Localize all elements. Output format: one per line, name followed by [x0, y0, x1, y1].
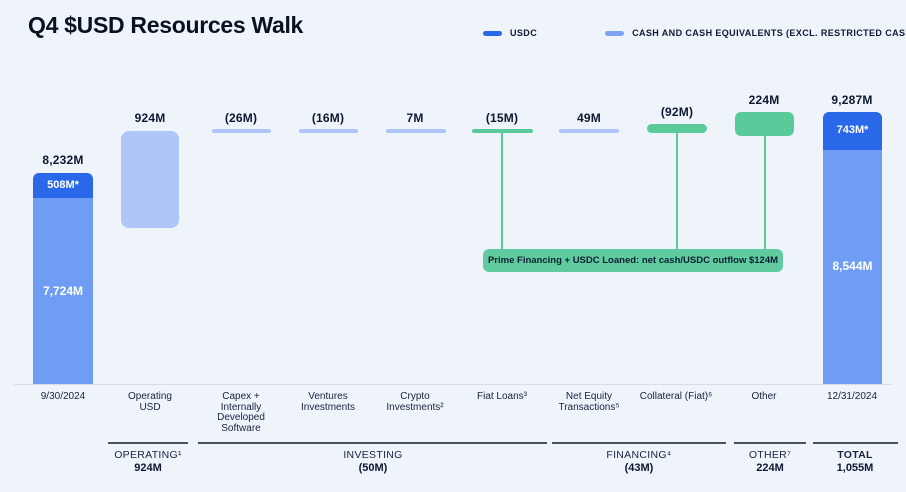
- connector-other: [764, 136, 766, 251]
- x-tick-start-date: 9/30/2024: [40, 391, 86, 402]
- bar-value-label: (16M): [311, 111, 345, 125]
- bar-start-usdc-segment: 508M*: [33, 173, 93, 198]
- page-title: Q4 $USD Resources Walk: [28, 12, 304, 38]
- connector-fiat-loans: [501, 133, 503, 251]
- group-line-other: [734, 442, 806, 444]
- bar-start-cash-segment: 7,724M: [33, 198, 93, 384]
- bar-value-label: 924M: [134, 111, 166, 125]
- x-tick-net-equity: Net Equity Transactions⁵: [558, 391, 620, 413]
- x-tick-crypto: Crypto Investments²: [386, 391, 444, 413]
- cash-swatch-icon: [605, 30, 625, 36]
- usdc-swatch-icon: [483, 30, 502, 36]
- bar-collateral: [647, 124, 707, 133]
- group-label-financing: FINANCING⁴: [606, 449, 672, 461]
- legend-label: USDC: [510, 28, 538, 38]
- group-label-total: TOTAL: [837, 449, 873, 461]
- group-line-total: [813, 442, 898, 444]
- bar-value-label: 7M: [406, 111, 424, 125]
- group-value-investing: (50M): [358, 462, 388, 474]
- x-axis-line: [14, 384, 892, 385]
- segment-label: 743M*: [836, 124, 869, 136]
- segment-label: 8,544M: [832, 259, 873, 273]
- group-line-operating: [108, 442, 188, 444]
- legend-item-usdc: USDC: [483, 28, 537, 38]
- group-value-operating: 924M: [134, 462, 162, 474]
- x-tick-capex: Capex + Internally Developed Software: [217, 391, 265, 434]
- bar-end-cash-segment: 8,544M: [823, 150, 882, 384]
- group-label-other: OTHER⁷: [748, 449, 792, 461]
- legend-label: CASH AND CASH EQUIVALENTS (EXCL. RESTRIC…: [632, 28, 906, 38]
- segment-label: 7,724M: [42, 284, 84, 298]
- segment-label: 508M*: [47, 179, 79, 191]
- group-line-financing: [552, 442, 726, 444]
- legend-item-cash: CASH AND CASH EQUIVALENTS (EXCL. RESTRIC…: [605, 28, 906, 38]
- bar-value-label: 49M: [577, 111, 601, 125]
- group-value-other: 224M: [756, 462, 784, 474]
- bar-value-label: (92M): [660, 105, 694, 119]
- bar-value-label: 224M: [748, 93, 780, 107]
- bar-net-equity: [559, 129, 619, 133]
- bar-fiat-loans: [472, 129, 533, 133]
- annotation-callout: Prime Financing + USDC Loaned: net cash/…: [483, 249, 783, 272]
- bar-total-label: 8,232M: [42, 153, 84, 167]
- bar-value-label: (15M): [485, 111, 519, 125]
- x-tick-collateral: Collateral (Fiat)⁶: [639, 391, 713, 402]
- bar-crypto: [386, 129, 446, 133]
- bar-value-label: (26M): [224, 111, 258, 125]
- bar-end-usdc-segment: 743M*: [823, 112, 882, 150]
- bar-other: [735, 112, 794, 136]
- chart-legend: USDC CASH AND CASH EQUIVALENTS (EXCL. RE…: [483, 28, 906, 38]
- bar-operating-usd: [121, 131, 179, 228]
- x-tick-operating-usd: Operating USD: [128, 391, 172, 413]
- x-tick-other: Other: [751, 391, 777, 402]
- x-tick-end-date: 12/31/2024: [826, 391, 878, 402]
- bar-ventures: [299, 129, 358, 133]
- group-label-investing: INVESTING: [343, 449, 403, 461]
- group-value-total: 1,055M: [836, 462, 874, 474]
- group-line-investing: [198, 442, 547, 444]
- x-tick-ventures: Ventures Investments: [301, 391, 355, 413]
- group-label-operating: OPERATING¹: [114, 449, 182, 461]
- x-tick-fiat-loans: Fiat Loans³: [476, 391, 528, 402]
- connector-collateral: [676, 133, 678, 251]
- bar-total-label: 9,287M: [831, 93, 873, 107]
- bar-capex: [212, 129, 271, 133]
- group-value-financing: (43M): [624, 462, 654, 474]
